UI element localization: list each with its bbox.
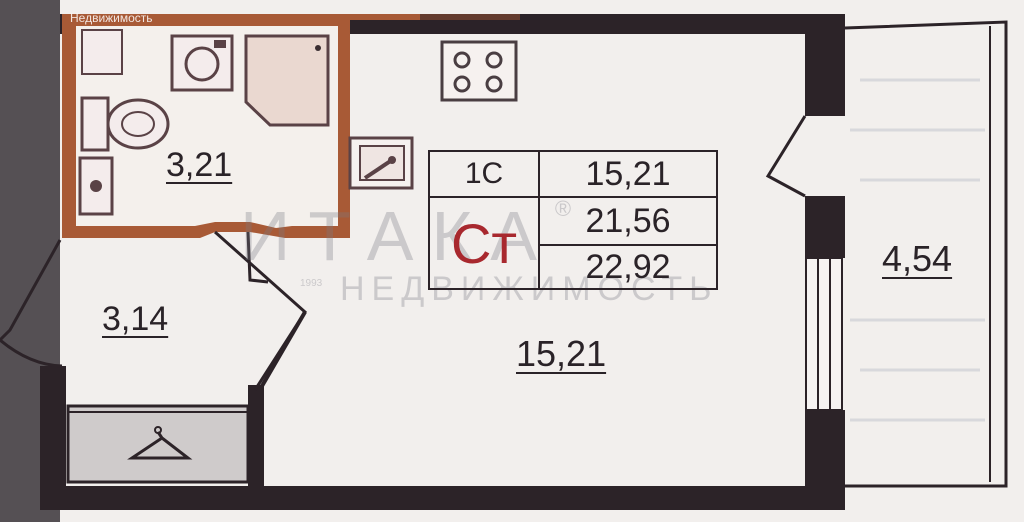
room-door — [260, 310, 307, 388]
toilet-tank — [80, 96, 110, 152]
balcony-area-label: 4,54 — [882, 238, 953, 279]
washing-machine-drum — [184, 46, 220, 82]
table-type-short-cell: Ст — [430, 198, 540, 288]
entrance-door-leaf — [0, 239, 62, 342]
right-wall-mid — [805, 196, 845, 258]
balcony-outline — [844, 20, 1008, 488]
wall-transition — [420, 14, 540, 34]
table-type-cell: 1С — [430, 152, 540, 198]
left-wall-lower — [40, 366, 66, 506]
entrance-door-arc — [0, 338, 63, 368]
bathroom-area-label: 3,21 — [166, 146, 233, 184]
table-living-cell: 15,21 — [540, 152, 716, 198]
apartment-type-short: Ст — [450, 211, 518, 275]
right-wall-upper — [805, 14, 845, 116]
burner-2 — [485, 51, 503, 69]
total-with-balcony-value: 22,92 — [585, 247, 671, 286]
bathroom-door-leaf — [246, 231, 269, 284]
toilet-seat — [121, 111, 155, 137]
kitchen-sink-knob — [388, 156, 396, 164]
table-total-cell: 21,56 — [540, 198, 716, 246]
hallway-partition — [248, 385, 264, 495]
table-total-balcony-cell: 22,92 — [540, 246, 716, 288]
hanger-hook — [154, 426, 162, 434]
window-frame — [805, 257, 843, 411]
shower-tray — [244, 34, 330, 127]
apartment-type: 1С — [464, 157, 504, 190]
balcony-texture — [850, 78, 985, 422]
wardrobe — [66, 404, 250, 484]
area-summary-table: 1С Ст 15,21 21,56 22,92 — [428, 150, 718, 290]
bottom-wall — [40, 486, 845, 510]
bathroom-cabinet — [81, 29, 123, 75]
living-area-label: 15,21 — [516, 333, 607, 374]
hallway-area-label: 3,14 — [102, 300, 169, 338]
toilet-bowl — [106, 98, 170, 150]
total-area-value: 21,56 — [585, 201, 671, 240]
washing-machine-panel — [214, 40, 226, 48]
source-tag: Недвижимость — [70, 11, 153, 25]
balcony-door — [765, 115, 807, 198]
bathroom-sink-drain — [90, 180, 102, 192]
shower-drain — [315, 45, 321, 51]
living-area-value: 15,21 — [585, 154, 671, 193]
burner-3 — [453, 75, 471, 93]
burner-4 — [485, 75, 503, 93]
burner-1 — [453, 51, 471, 69]
hanger-icon — [127, 431, 193, 460]
kitchen-stove — [440, 40, 518, 102]
